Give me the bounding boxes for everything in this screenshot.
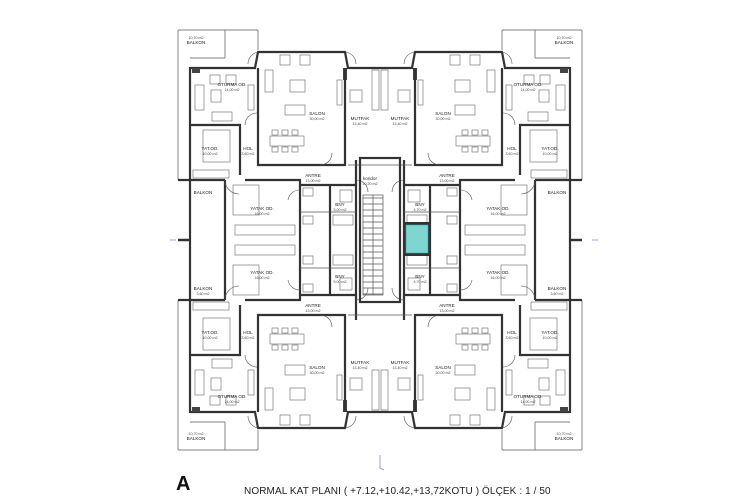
- room-name: YAT.OD.: [541, 330, 558, 335]
- plan-title: NORMAL KAT PLANI ( +7.12,+10.42,+13,72KO…: [244, 486, 551, 497]
- room-name: BNY: [335, 202, 344, 207]
- room-name: BNY: [335, 274, 344, 279]
- room-name: MUTFAK: [351, 360, 371, 365]
- room-area: 13,40 m2: [393, 122, 408, 126]
- room-area: 13,00 m2: [306, 309, 321, 313]
- room-name: BALKON: [548, 190, 567, 195]
- room-name: SALON: [309, 365, 325, 370]
- stair-core: [358, 156, 402, 304]
- room-area: 4,70 m2: [414, 208, 427, 212]
- room-name: YAT.OD.: [201, 330, 218, 335]
- room-name: HOL: [243, 146, 253, 151]
- room-area: 30,00 m2: [310, 371, 325, 375]
- room-name: YAT.OD.: [541, 146, 558, 151]
- room-area: 10,00 m2: [543, 152, 558, 156]
- apartment-bottom-right: [378, 238, 584, 452]
- room-name: MUTFAK: [391, 360, 411, 365]
- room-area: 3,60 m2: [551, 292, 564, 296]
- room-name: OTURMA OD.: [217, 82, 246, 87]
- room-name: OTURMA OD.: [513, 82, 542, 87]
- room-area: 3,60 m2: [242, 336, 255, 340]
- room-name: YATAK OD.: [250, 270, 273, 275]
- room-name: SALON: [435, 365, 451, 370]
- room-name: ANTRE: [305, 303, 321, 308]
- elevator: [403, 222, 431, 256]
- room-name: BALKON: [187, 40, 206, 45]
- room-name: OTURMA OD.: [217, 394, 246, 399]
- room-area: 13,00 m2: [306, 179, 321, 183]
- room-area: 10,70 m2: [189, 36, 204, 40]
- room-name: SALON: [435, 111, 451, 116]
- room-name: BALKON: [194, 286, 213, 291]
- room-name: YATAK OD.: [486, 270, 509, 275]
- room-name: BALKON: [194, 190, 213, 195]
- room-area: 3,60 m2: [242, 152, 255, 156]
- apartment-top-left: [176, 28, 382, 242]
- room-name: BALKON: [187, 436, 206, 441]
- room-area: 10,70 m2: [189, 432, 204, 436]
- room-area: 13,40 m2: [393, 366, 408, 370]
- room-name: MUTFAK: [391, 116, 411, 121]
- room-area: 14,00 m2: [225, 88, 240, 92]
- room-name: HOL: [507, 330, 517, 335]
- room-area: 5,00 m2: [334, 208, 347, 212]
- room-area: 10,00 m2: [543, 336, 558, 340]
- axis-marks: [170, 239, 598, 471]
- room-name: ANTRE: [439, 303, 455, 308]
- room-name: YATAK OD.: [250, 206, 273, 211]
- apartment-top-right: [378, 28, 584, 242]
- room-name: ANTRE: [305, 173, 321, 178]
- room-name: BALKON: [555, 40, 574, 45]
- room-area: 13,40 m2: [353, 366, 368, 370]
- room-area: 13,40 m2: [353, 122, 368, 126]
- room-name: OTURMA OD.: [513, 394, 542, 399]
- room-name: BALKON: [555, 436, 574, 441]
- room-area: 5,00 m2: [334, 280, 347, 284]
- room-area: 3,60 m2: [506, 152, 519, 156]
- room-name: MUTFAK: [351, 116, 371, 121]
- room-area: 13,00 m2: [440, 179, 455, 183]
- room-area: 10,00 m2: [203, 152, 218, 156]
- room-name: HOL: [507, 146, 517, 151]
- room-area: 14,00 m2: [521, 400, 536, 404]
- room-area: 3,60 m2: [506, 336, 519, 340]
- room-name: ANTRE: [439, 173, 455, 178]
- room-name: HOL: [243, 330, 253, 335]
- room-area: 14,00 m2: [225, 400, 240, 404]
- room-name: BNY: [415, 274, 424, 279]
- room-area: 30,00 m2: [310, 117, 325, 121]
- apartment-bottom-left: [176, 238, 382, 452]
- room-area: 30,00 m2: [436, 371, 451, 375]
- room-name: BNY: [415, 202, 424, 207]
- corridor-area: 10,20 m2: [363, 182, 378, 186]
- room-area: 10,00 m2: [203, 336, 218, 340]
- room-area: 10,70 m2: [557, 432, 572, 436]
- room-area: 16,00 m2: [491, 276, 506, 280]
- room-area: 10,70 m2: [557, 36, 572, 40]
- room-area: 16,00 m2: [255, 212, 270, 216]
- room-area: 14,00 m2: [521, 88, 536, 92]
- room-name: YAT.OD.: [201, 146, 218, 151]
- room-name: YATAK OD.: [486, 206, 509, 211]
- room-area: 4,70 m2: [414, 280, 427, 284]
- room-area: 3,60 m2: [197, 292, 210, 296]
- room-name: SALON: [309, 111, 325, 116]
- room-area: 30,00 m2: [436, 117, 451, 121]
- block-letter: A: [176, 473, 191, 495]
- room-area: 13,00 m2: [440, 309, 455, 313]
- room-area: 16,00 m2: [491, 212, 506, 216]
- room-area: 16,00 m2: [255, 276, 270, 280]
- corridor-label: koridor: [363, 176, 378, 181]
- room-name: BALKON: [548, 286, 567, 291]
